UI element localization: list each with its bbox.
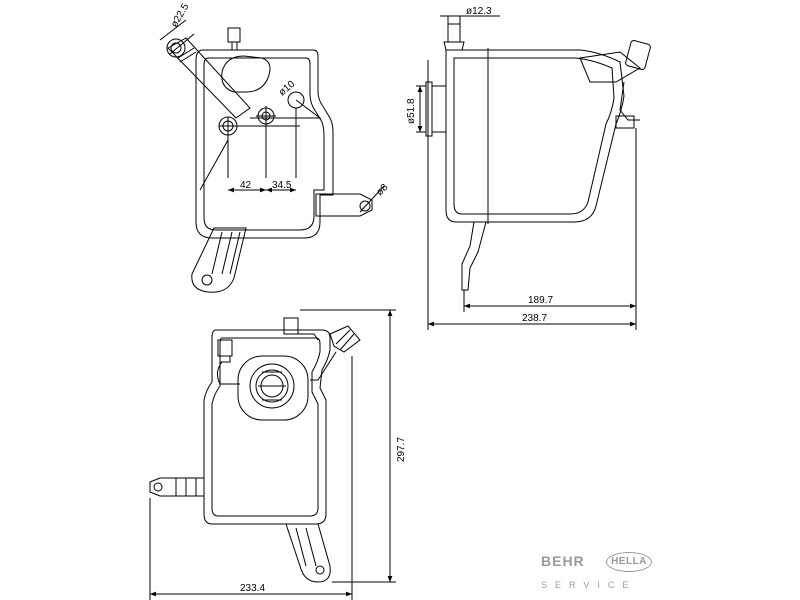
lower-bracket-top [191,227,247,293]
tank-outline-front [203,329,331,525]
tank-inner-top [203,57,325,231]
tank-outline-side [445,49,625,223]
bottom-stand [461,221,487,291]
tank-inner-front [211,337,321,517]
filler-recess-front [237,355,309,421]
dim-offset-a: 42 [240,180,252,191]
filler-cap-outer [249,363,295,409]
side-view [416,15,651,330]
dim-cap-diameter: ø10 [277,79,298,99]
dim-width-inner: 189.7 [528,295,553,306]
dim-offset-b: 34.5 [272,180,292,191]
filler-neck [431,85,447,133]
front-view [149,309,396,600]
tank-outline-top [195,49,334,239]
left-bracket [149,477,205,497]
connector-right [329,325,361,353]
connector-mid [283,317,299,335]
dim-width-total: 238.7 [522,313,547,324]
brand-behr-logo: BEHR [541,553,585,569]
dim-height: 297.7 [396,437,407,462]
dim-port-diameter: ø12.3 [466,6,492,17]
hose-connector-right [579,51,641,83]
top-port [447,23,461,43]
brand-service-tagline: SERVICE [541,580,637,590]
dim-width-front: 233.4 [240,583,265,594]
dim-hose-diameter: ø22.5 [169,1,192,29]
lower-bracket-front [285,523,331,583]
side-bracket [315,193,373,217]
dim-mount-diameter: ø8 [374,182,390,198]
hose-pipe [167,37,251,119]
tank-inner-side [453,57,615,215]
top-cap [227,27,241,43]
top-view [159,19,385,293]
filler-recess [221,55,271,93]
brand-hella-logo: HELLA [606,552,652,572]
dim-filler-diameter: ø51.8 [406,98,417,124]
